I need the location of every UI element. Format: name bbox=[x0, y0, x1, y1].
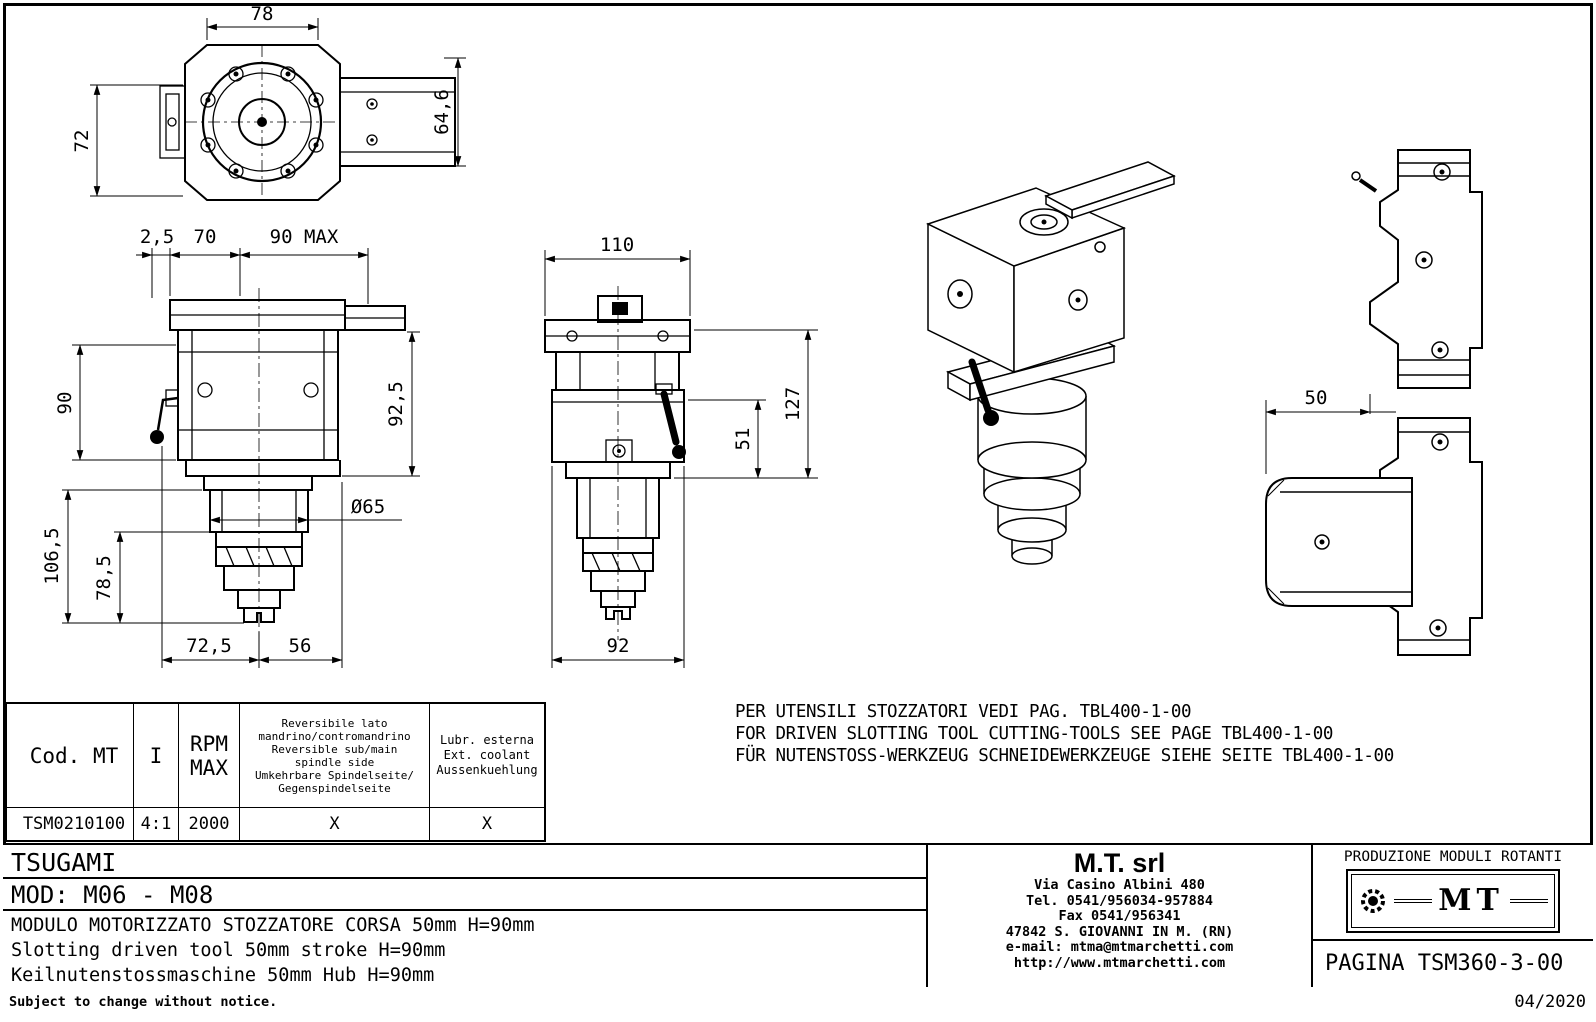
dim-front-lower-h: 78,5 bbox=[93, 555, 115, 601]
mt-logo-text: MT bbox=[1438, 883, 1504, 918]
company-block: M.T. srl Via Casino Albini 480 Tel. 0541… bbox=[926, 845, 1311, 987]
dims-front-view: 2,5 70 90 MAX 90 106,5 78,5 92,5 Ø65 bbox=[41, 226, 420, 668]
title-block: TSUGAMI MOD: M06 - M08 MODULO MOTORIZZAT… bbox=[3, 843, 1593, 987]
dims-detail-view: 50 bbox=[1265, 387, 1396, 474]
footer-date: 04/2020 bbox=[1514, 992, 1586, 1012]
production-label: PRODUZIONE MODULI ROTANTI bbox=[1343, 849, 1563, 865]
spec-header-cod: Cod. MT bbox=[7, 704, 134, 808]
dim-front-body-h: 90 bbox=[54, 392, 76, 415]
spec-value-coolant: X bbox=[481, 814, 493, 834]
logo-rule-right bbox=[1509, 899, 1549, 903]
description-block: MODULO MOTORIZZATO STOZZATORE CORSA 50mm… bbox=[3, 911, 926, 988]
company-city: 47842 S. GIOVANNI IN M. (RN) bbox=[1005, 923, 1234, 940]
spec-header-coolant: Lubr. esterna Ext. coolant Aussenkuehlun… bbox=[430, 704, 544, 808]
spec-value-cod: TSM0210100 bbox=[7, 808, 134, 840]
note-line-it: PER UTENSILI STOZZATORI VEDI PAG. TBL400… bbox=[735, 702, 1192, 722]
dim-top-height: 72 bbox=[71, 130, 93, 153]
spec-value-reversible: X bbox=[240, 808, 430, 840]
view-side bbox=[544, 286, 691, 640]
company-phone: Tel. 0541/956034-957884 bbox=[1026, 892, 1213, 909]
dim-front-left: 70 bbox=[194, 226, 217, 248]
company-website: http://www.mtmarchetti.com bbox=[1013, 954, 1226, 971]
mt-logo-gear-icon bbox=[1361, 889, 1385, 913]
company-email: e-mail: mtma@mtmarchetti.com bbox=[1005, 939, 1234, 955]
dim-front-right-h: 92,5 bbox=[385, 381, 407, 427]
dim-side-width-top: 110 bbox=[600, 234, 634, 256]
view-detail bbox=[1265, 149, 1483, 656]
title-block-right: PRODUZIONE MODULI ROTANTI MT PAGINA TSM3… bbox=[1311, 845, 1593, 987]
dim-front-total-h: 106,5 bbox=[41, 527, 63, 584]
spec-value-ratio: 4:1 bbox=[134, 808, 179, 840]
dim-front-offset: 2,5 bbox=[140, 226, 174, 248]
mt-logo: MT bbox=[1346, 869, 1560, 933]
description-it: MODULO MOTORIZZATO STOZZATORE CORSA 50mm… bbox=[11, 915, 535, 936]
dim-detail-offset: 50 bbox=[1305, 387, 1328, 409]
dim-side-height-lower: 51 bbox=[732, 428, 754, 451]
dim-front-max: 90 MAX bbox=[270, 226, 339, 248]
view-front bbox=[150, 288, 406, 640]
company-name: M.T. srl bbox=[1073, 848, 1166, 878]
company-address: Via Casino Albini 480 bbox=[1034, 877, 1205, 893]
dim-side-height-total: 127 bbox=[782, 387, 804, 421]
spec-value-rpm: 2000 bbox=[179, 808, 240, 840]
spec-header-reversible: Reversibile lato mandrino/contromandrino… bbox=[240, 704, 430, 808]
technical-drawing: 78 72 64,6 bbox=[41, 3, 1483, 668]
customer-name: TSUGAMI bbox=[3, 845, 926, 879]
dim-top-width: 78 bbox=[251, 3, 274, 25]
note-line-de: FÜR NUTENSTOSS-WERKZEUG SCHNEIDEWERKZEUG… bbox=[735, 746, 1394, 766]
dim-top-arm: 64,6 bbox=[431, 89, 453, 135]
spec-table: Cod. MT I RPM MAX Reversibile lato mandr… bbox=[5, 702, 546, 842]
model-label: MOD: M06 - M08 bbox=[3, 879, 926, 911]
dim-front-base-left: 72,5 bbox=[186, 635, 232, 657]
title-block-left: TSUGAMI MOD: M06 - M08 MODULO MOTORIZZAT… bbox=[3, 845, 926, 987]
view-top bbox=[159, 44, 456, 201]
description-de: Keilnutenstossmaschine 50mm Hub H=90mm bbox=[11, 965, 435, 986]
note-line-en: FOR DRIVEN SLOTTING TOOL CUTTING-TOOLS S… bbox=[735, 724, 1334, 744]
dim-front-spindle-dia: Ø65 bbox=[351, 496, 385, 518]
footer-disclaimer: Subject to change without notice. bbox=[9, 994, 278, 1010]
company-fax: Fax 0541/956341 bbox=[1058, 908, 1181, 924]
spec-header-rpm: RPM MAX bbox=[179, 704, 240, 808]
dim-side-width-bottom: 92 bbox=[607, 635, 630, 657]
view-isometric bbox=[926, 161, 1176, 565]
logo-rule-left bbox=[1394, 899, 1433, 903]
dims-side-view: 110 127 51 92 bbox=[544, 234, 818, 668]
drawing-notes: PER UTENSILI STOZZATORI VEDI PAG. TBL400… bbox=[735, 701, 1394, 767]
description-en: Slotting driven tool 50mm stroke H=90mm bbox=[11, 940, 446, 961]
dims-top-view: 78 72 64,6 bbox=[71, 3, 466, 197]
spec-header-ratio: I bbox=[134, 704, 179, 808]
page-number: PAGINA TSM360-3-00 bbox=[1313, 939, 1593, 987]
dim-front-base-right: 56 bbox=[289, 635, 312, 657]
mt-logo-inner: MT bbox=[1351, 874, 1555, 928]
